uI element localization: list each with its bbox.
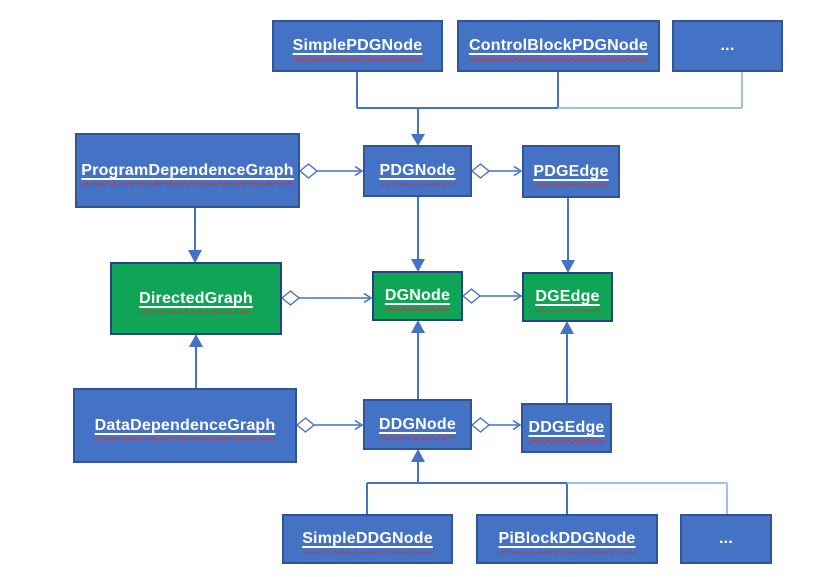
node-program-dependence-graph: ProgramDependenceGraph (75, 133, 300, 208)
node-directed-graph: DirectedGraph (110, 262, 282, 335)
node-label: PDGNode (379, 162, 456, 179)
node-label: DDGNode (379, 415, 456, 433)
bottom-junction-connector (366, 449, 728, 514)
node-label: SimplePDGNode (292, 37, 423, 54)
node-simple-ddg-node: SimpleDDGNode (282, 514, 453, 564)
node-ellipsis-bottom: ... (680, 514, 772, 564)
aggregation-links (280, 163, 523, 433)
vertical-arrows (188, 197, 575, 403)
node-label: DDGEdge (528, 419, 605, 436)
node-ellipsis-top: ... (672, 20, 783, 72)
top-junction-connector (356, 72, 743, 146)
node-label: DataDependenceGraph (94, 416, 276, 434)
node-ddg-node: DDGNode (363, 399, 472, 450)
node-control-block-pdg-node: ControlBlockPDGNode (457, 20, 660, 72)
node-pdg-node: PDGNode (363, 145, 472, 197)
node-dg-edge: DGEdge (522, 272, 613, 322)
node-ddg-edge: DDGEdge (521, 403, 612, 453)
node-label: PiBlockDDGNode (498, 530, 636, 547)
node-pdg-edge: PDGEdge (522, 145, 620, 198)
node-label: ... (719, 530, 733, 547)
node-dg-node: DGNode (372, 271, 463, 321)
node-data-dependence-graph: DataDependenceGraph (73, 388, 297, 463)
node-label: ProgramDependenceGraph (81, 161, 294, 179)
node-label: PDGEdge (533, 162, 609, 180)
node-label: ... (720, 37, 735, 54)
node-label: DGNode (384, 287, 451, 304)
node-simple-pdg-node: SimplePDGNode (272, 20, 443, 72)
node-pi-block-ddg-node: PiBlockDDGNode (476, 514, 658, 564)
node-label: DirectedGraph (139, 289, 253, 307)
node-label: DGEdge (535, 288, 600, 305)
node-label: SimpleDDGNode (302, 530, 433, 547)
node-label: ControlBlockPDGNode (469, 37, 648, 54)
